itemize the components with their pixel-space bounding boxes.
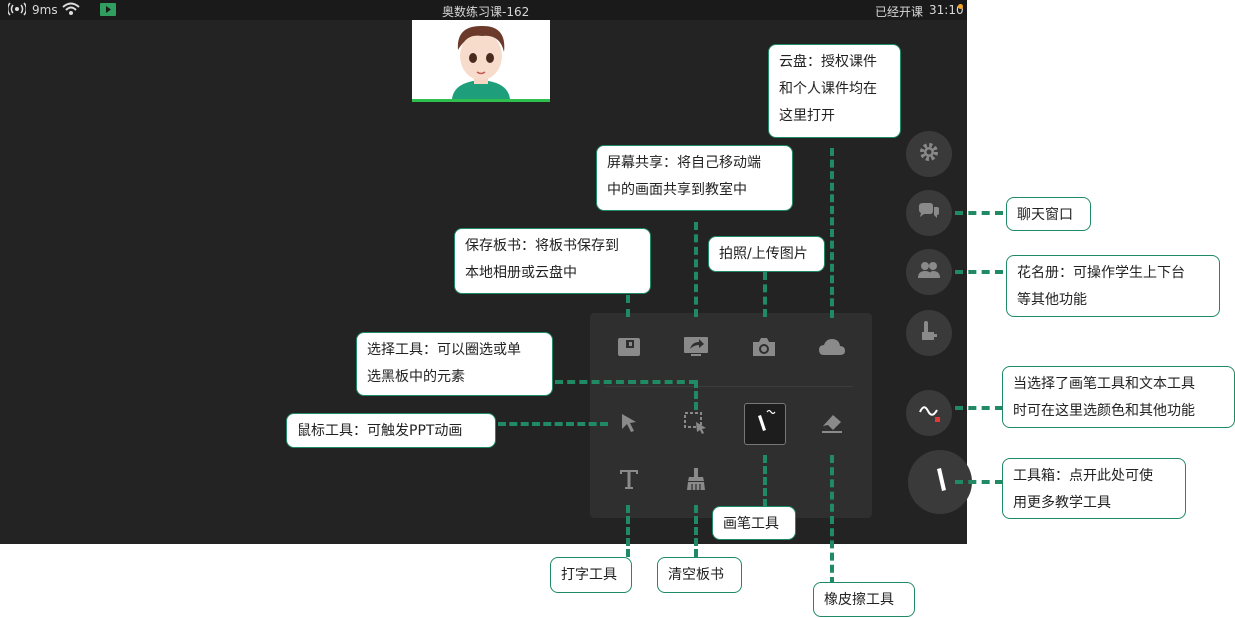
panel-divider [605, 386, 853, 387]
camera-button[interactable] [744, 329, 784, 369]
connector-photo [763, 272, 767, 317]
callout-save-board: 保存板书：将板书保存到 本地相册或云盘中 [454, 228, 651, 294]
signal-icon [6, 2, 28, 19]
connector-color [955, 406, 1003, 410]
callout-line: 时可在这里选颜色和其他功能 [1013, 403, 1195, 419]
connector-select-h [555, 380, 697, 384]
class-status: 已经开课 [875, 5, 924, 19]
record-icon[interactable] [100, 3, 116, 19]
callout-line: 等其他功能 [1017, 292, 1087, 308]
pen-tool-button[interactable] [744, 403, 786, 445]
callout-line: 当选择了画笔工具和文本工具 [1013, 376, 1195, 392]
connector-roster [955, 270, 1003, 274]
callout-line: 这里打开 [779, 108, 835, 124]
callout-line: 云盘：授权课件 [779, 54, 877, 70]
color-picker-button[interactable] [906, 390, 952, 436]
callout-chat-window: 聊天窗口 [1006, 197, 1091, 231]
callout-color: 当选择了画笔工具和文本工具 时可在这里选颜色和其他功能 [1002, 366, 1235, 428]
connector-cloud [830, 148, 834, 318]
eraser-icon [819, 412, 845, 438]
connector-pen [763, 455, 767, 507]
screen-share-icon [683, 336, 709, 362]
connector-select-v [694, 380, 698, 410]
callout-line: 和个人课件均在 [779, 81, 877, 97]
settings-button[interactable] [906, 131, 952, 177]
connector-clear [694, 505, 698, 557]
raise-hand-button[interactable] [906, 310, 952, 356]
callout-line: 打字工具 [561, 567, 617, 583]
callout-line: 聊天窗口 [1017, 207, 1073, 223]
callout-line: 本地相册或云盘中 [465, 265, 577, 281]
callout-line: 选黑板中的元素 [367, 369, 465, 385]
callout-cloud-disk: 云盘：授权课件 和个人课件均在 这里打开 [768, 44, 901, 138]
clear-board-button[interactable] [676, 461, 716, 501]
mouse-tool-button[interactable] [609, 405, 649, 445]
roster-button[interactable] [906, 249, 952, 295]
toolbox-icon [928, 465, 952, 499]
callout-line: 画笔工具 [723, 516, 779, 532]
callout-pen-tool: 画笔工具 [712, 506, 796, 540]
callout-screen-share: 屏幕共享：将自己移动端 中的画面共享到教室中 [596, 145, 793, 211]
chat-button[interactable] [906, 190, 952, 236]
callout-line: 用更多教学工具 [1013, 495, 1111, 511]
callout-line: 花名册：可操作学生上下台 [1017, 265, 1185, 281]
callout-line: 拍照/上传图片 [719, 246, 808, 262]
wifi-icon [62, 2, 80, 19]
status-dot [958, 4, 963, 9]
callout-line: 保存板书：将板书保存到 [465, 238, 619, 254]
text-tool-button[interactable] [609, 461, 649, 501]
select-tool-button[interactable] [676, 405, 716, 445]
toolbox-button[interactable] [908, 450, 972, 514]
connector-chat [955, 211, 1003, 215]
connector-text [626, 505, 630, 557]
connector-eraser [830, 455, 834, 585]
callout-line: 工具箱：点开此处可使 [1013, 468, 1153, 484]
latency-text: 9ms [32, 3, 58, 17]
save-icon [617, 337, 641, 361]
color-picker-icon [917, 399, 941, 427]
callout-line: 鼠标工具：可触发PPT动画 [297, 423, 463, 439]
connector-share [694, 222, 698, 317]
pen-icon [752, 408, 778, 440]
mouse-cursor-icon [619, 412, 639, 438]
chat-icon [917, 202, 941, 224]
callout-text-tool: 打字工具 [550, 557, 632, 593]
teacher-avatar [412, 20, 550, 99]
callout-eraser-tool: 橡皮擦工具 [813, 582, 915, 617]
callout-line: 清空板书 [668, 567, 724, 583]
callout-line: 中的画面共享到教室中 [607, 182, 747, 198]
eraser-tool-button[interactable] [812, 405, 852, 445]
connector-save [626, 295, 630, 317]
cloud-icon [818, 337, 846, 361]
teacher-video [412, 20, 550, 102]
connector-toolbox [955, 480, 1003, 484]
settings-icon [918, 141, 940, 167]
callout-line: 选择工具：可以圈选或单 [367, 342, 521, 358]
class-title: 奥数练习课-162 [442, 5, 530, 19]
callout-line: 橡皮擦工具 [824, 592, 894, 608]
clear-icon [685, 467, 707, 495]
callout-roster: 花名册：可操作学生上下台 等其他功能 [1006, 255, 1220, 317]
raise-hand-icon [919, 320, 939, 346]
roster-icon [917, 261, 941, 283]
callout-clear-board: 清空板书 [657, 557, 742, 593]
class-timer: 31:10 [929, 3, 964, 17]
callout-photo-upload: 拍照/上传图片 [708, 236, 825, 272]
cloud-disk-button[interactable] [812, 329, 852, 369]
callout-line: 屏幕共享：将自己移动端 [607, 155, 761, 171]
camera-icon [751, 336, 777, 362]
save-board-button[interactable] [609, 329, 649, 369]
connector-mouse [498, 422, 608, 426]
select-icon [683, 411, 709, 439]
callout-toolbox: 工具箱：点开此处可使 用更多教学工具 [1002, 458, 1186, 519]
callout-select-tool: 选择工具：可以圈选或单 选黑板中的元素 [356, 332, 553, 396]
screen-share-button[interactable] [676, 329, 716, 369]
status-bar: 9ms 奥数练习课-162 已经开课 31:10 [0, 0, 967, 20]
text-icon [618, 468, 640, 494]
callout-mouse-tool: 鼠标工具：可触发PPT动画 [286, 413, 496, 448]
